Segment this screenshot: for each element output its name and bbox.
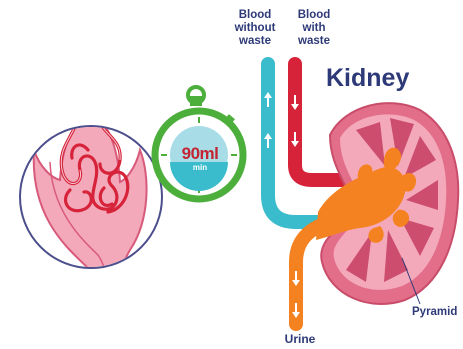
tubule-pair (73, 88, 100, 123)
label-blood-with-waste: Blood with waste (286, 9, 342, 48)
timer-value: 90ml (170, 145, 230, 163)
label-urine: Urine (280, 333, 320, 346)
label-kidney: Kidney (326, 64, 409, 92)
label-pyramid: Pyramid (412, 306, 457, 319)
nephron-closeup (20, 88, 162, 320)
timer-unit: min (188, 163, 212, 172)
stopwatch (155, 87, 243, 199)
label-blood-without-waste: Blood without waste (224, 9, 286, 48)
kidney (316, 103, 458, 304)
